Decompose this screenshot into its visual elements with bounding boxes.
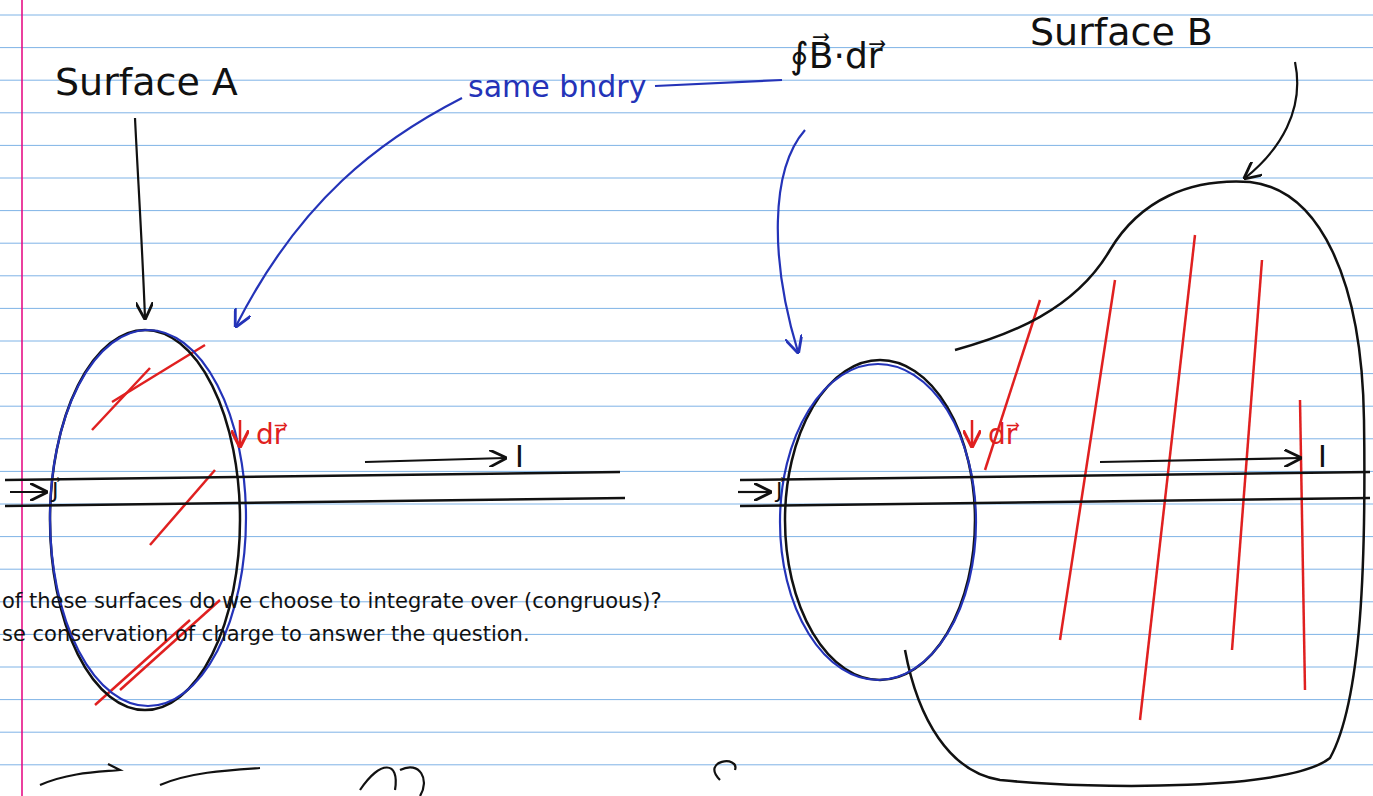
- ruled-line: [0, 341, 1373, 342]
- current-label: I: [1318, 440, 1327, 473]
- wire: [5, 498, 625, 506]
- margin-line: [21, 0, 23, 796]
- ruled-line: [0, 732, 1373, 733]
- ruled-line: [0, 308, 1373, 309]
- ruled-line: [0, 569, 1373, 570]
- question-text: of these surfaces do we choose to integr…: [2, 590, 662, 613]
- leader-line: [778, 130, 805, 352]
- ruled-line: [0, 764, 1373, 765]
- ruled-line: [0, 275, 1373, 276]
- leader-line: [1245, 62, 1297, 178]
- dr-arrow: [239, 420, 242, 446]
- current-density-arrow: [10, 491, 46, 493]
- current-density-arrow: [738, 491, 770, 493]
- ruled-line: [0, 699, 1373, 700]
- handwriting-fragment: [40, 761, 735, 796]
- question-text: se conservation of charge to answer the …: [2, 623, 530, 646]
- surface-label: Surface B: [1030, 12, 1213, 54]
- dr-arrow: [971, 420, 974, 446]
- leader-line: [655, 80, 782, 86]
- annotation: same bndry: [468, 70, 646, 103]
- dr-label: dr⃗: [256, 420, 285, 451]
- current-density-label: J⃗: [776, 479, 783, 503]
- ruled-lines: [0, 15, 1373, 765]
- leader-line: [135, 118, 145, 318]
- ruled-line: [0, 145, 1373, 146]
- wire: [740, 472, 1370, 480]
- wire: [5, 472, 620, 480]
- current-density-label: J⃗: [52, 479, 59, 503]
- current-label: I: [515, 440, 524, 473]
- ruled-line: [0, 536, 1373, 537]
- wire: [740, 498, 1370, 506]
- ruled-line: [0, 178, 1373, 179]
- ruled-line: [0, 406, 1373, 407]
- dr-label: dr⃗: [988, 420, 1017, 451]
- boundary-loop-trace: [780, 364, 976, 680]
- boundary-loop-trace: [50, 330, 246, 706]
- surface-hatch: [92, 345, 220, 705]
- surface-label: Surface A: [55, 62, 238, 104]
- ruled-line: [0, 438, 1373, 439]
- current-arrow: [1100, 458, 1300, 462]
- ruled-line: [0, 210, 1373, 211]
- ruled-line: [0, 243, 1373, 244]
- ruled-line: [0, 112, 1373, 113]
- line-integral: ∮B⃗·dr⃗: [790, 36, 883, 76]
- current-arrow: [365, 458, 505, 462]
- leader-line: [236, 98, 462, 326]
